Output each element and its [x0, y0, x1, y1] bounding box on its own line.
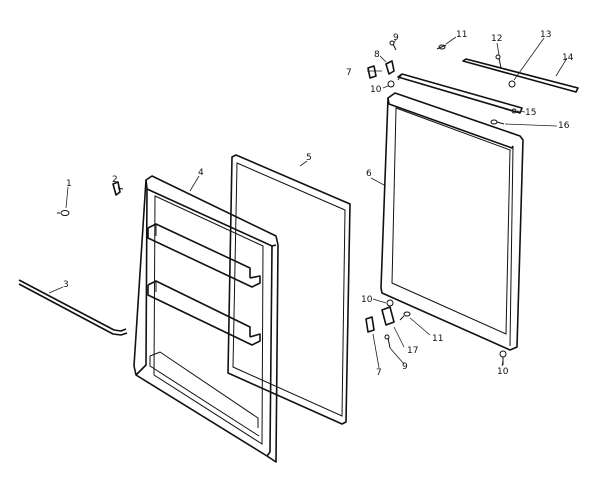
callout-2: 2 — [112, 175, 118, 185]
callout-4: 4 — [198, 168, 204, 178]
screw-part-12 — [495, 54, 502, 69]
callout-11-top: 11 — [456, 30, 467, 40]
callout-1: 1 — [66, 179, 72, 189]
screw-part-15 — [504, 108, 517, 114]
screw-part — [57, 210, 70, 216]
callout-13: 13 — [540, 30, 551, 40]
callout-14: 14 — [562, 53, 574, 63]
callout-9-top: 9 — [393, 33, 399, 43]
screw-part-13 — [508, 80, 516, 88]
callout-7-top: 7 — [346, 68, 352, 78]
bottom-hinge-hardware — [365, 299, 507, 365]
gasket-part — [227, 154, 351, 425]
callout-9-bottom: 9 — [402, 362, 408, 372]
leader-lines — [48, 36, 568, 369]
handle-rod-part — [18, 279, 128, 336]
top-hinge-rail-part — [397, 73, 523, 114]
callout-5: 5 — [306, 153, 312, 163]
outer-door-part — [380, 92, 524, 351]
callout-16: 16 — [558, 121, 570, 131]
callout-10-mid: 10 — [361, 295, 373, 305]
callout-15: 15 — [525, 108, 536, 118]
top-hinge-hardware — [367, 40, 447, 88]
callout-12: 12 — [491, 34, 502, 44]
callout-6: 6 — [366, 169, 372, 179]
callout-10-bottom: 10 — [497, 367, 509, 377]
callout-11-bottom: 11 — [432, 334, 443, 344]
bracket-part — [112, 181, 124, 196]
callout-3: 3 — [63, 280, 69, 290]
trim-strip-part — [462, 58, 579, 93]
pin-part — [490, 119, 505, 125]
callout-7-bottom: 7 — [376, 368, 382, 378]
inner-door-panel-part — [133, 175, 279, 463]
callout-labels: 1 2 3 4 5 6 7 7 8 9 9 10 10 10 11 11 12 … — [63, 30, 574, 378]
callout-8: 8 — [374, 50, 380, 60]
callout-17: 17 — [407, 346, 418, 356]
callout-10-top: 10 — [370, 85, 382, 95]
